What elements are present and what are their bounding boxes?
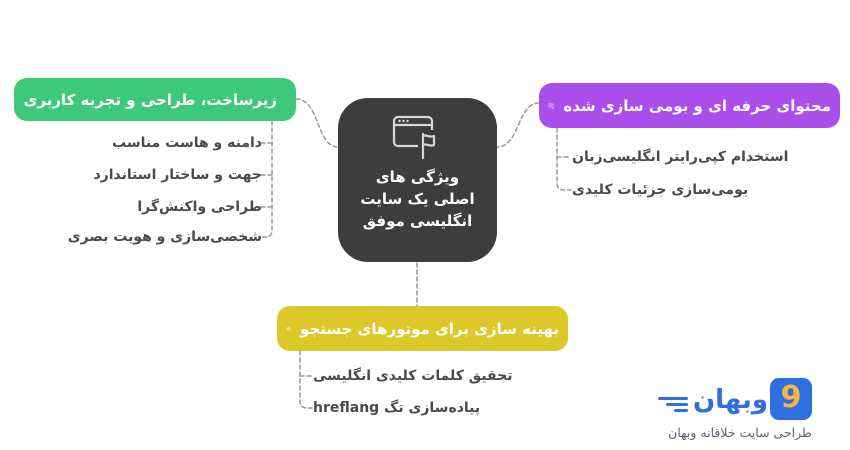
branch-seo-label: بهینه سازی برای موتورهای جستجو [300, 319, 559, 338]
central-title-line: ویژگی های [375, 168, 460, 186]
infrastructure-item-4: شخصی‌سازی و هویت بصری [67, 229, 262, 245]
branch-infrastructure-pill: زیرساخت، طراحی و تجربه کاربری [14, 78, 296, 121]
logo-mark: 9 [770, 378, 812, 420]
purple-branch-spine [556, 127, 572, 191]
logo-speed-line [666, 403, 688, 406]
central-node: ویژگی های اصلی یک سایت انگلیسی موفق [338, 98, 497, 262]
browser-flag-icon [392, 115, 445, 160]
logo-tagline: طراحی سایت خلاقانه وبهان [668, 425, 812, 440]
logo-mark-glyph: 9 [780, 380, 802, 415]
connector-purple-to-center [496, 102, 540, 148]
translate-certificate-icon [548, 102, 554, 109]
infrastructure-item-3: طراحی واکنش‌گرا [137, 199, 262, 215]
logo-speed-line [674, 409, 688, 412]
infrastructure-item-2: جهت و ساختار استاندارد [93, 167, 262, 183]
branch-infrastructure-label: زیرساخت، طراحی و تجربه کاربری [23, 90, 277, 109]
seo-item-2: پیاده‌سازی تگ hreflang [313, 400, 481, 416]
seo-item-1: تحقیق کلمات کلیدی انگلیسی [313, 368, 513, 384]
green-branch-spine [258, 120, 273, 238]
central-title: ویژگی های اصلی یک سایت انگلیسی موفق [360, 166, 474, 232]
branch-content-pill: محتوای حرفه ای و بومی سازی شده [539, 83, 840, 128]
logo-speed-line [658, 397, 688, 400]
branch-content-label: محتوای حرفه ای و بومی سازی شده [563, 96, 831, 115]
connector-green-to-center [295, 98, 339, 148]
content-item-1: استخدام کپی‌رایتر انگلیسی‌زبان [572, 149, 789, 165]
logo-brand-text: وبهان [692, 385, 768, 415]
infrastructure-item-1: دامنه و هاست مناسب [112, 135, 262, 151]
central-title-line: انگلیسی موفق [362, 212, 473, 230]
yellow-branch-spine [299, 350, 313, 409]
branch-seo-pill: بهینه سازی برای موتورهای جستجو [277, 306, 568, 351]
central-title-line: اصلی یک سایت [360, 190, 475, 208]
globe-growth-icon [286, 326, 291, 331]
content-item-2: بومی‌سازی جزئیات کلیدی [572, 182, 749, 198]
